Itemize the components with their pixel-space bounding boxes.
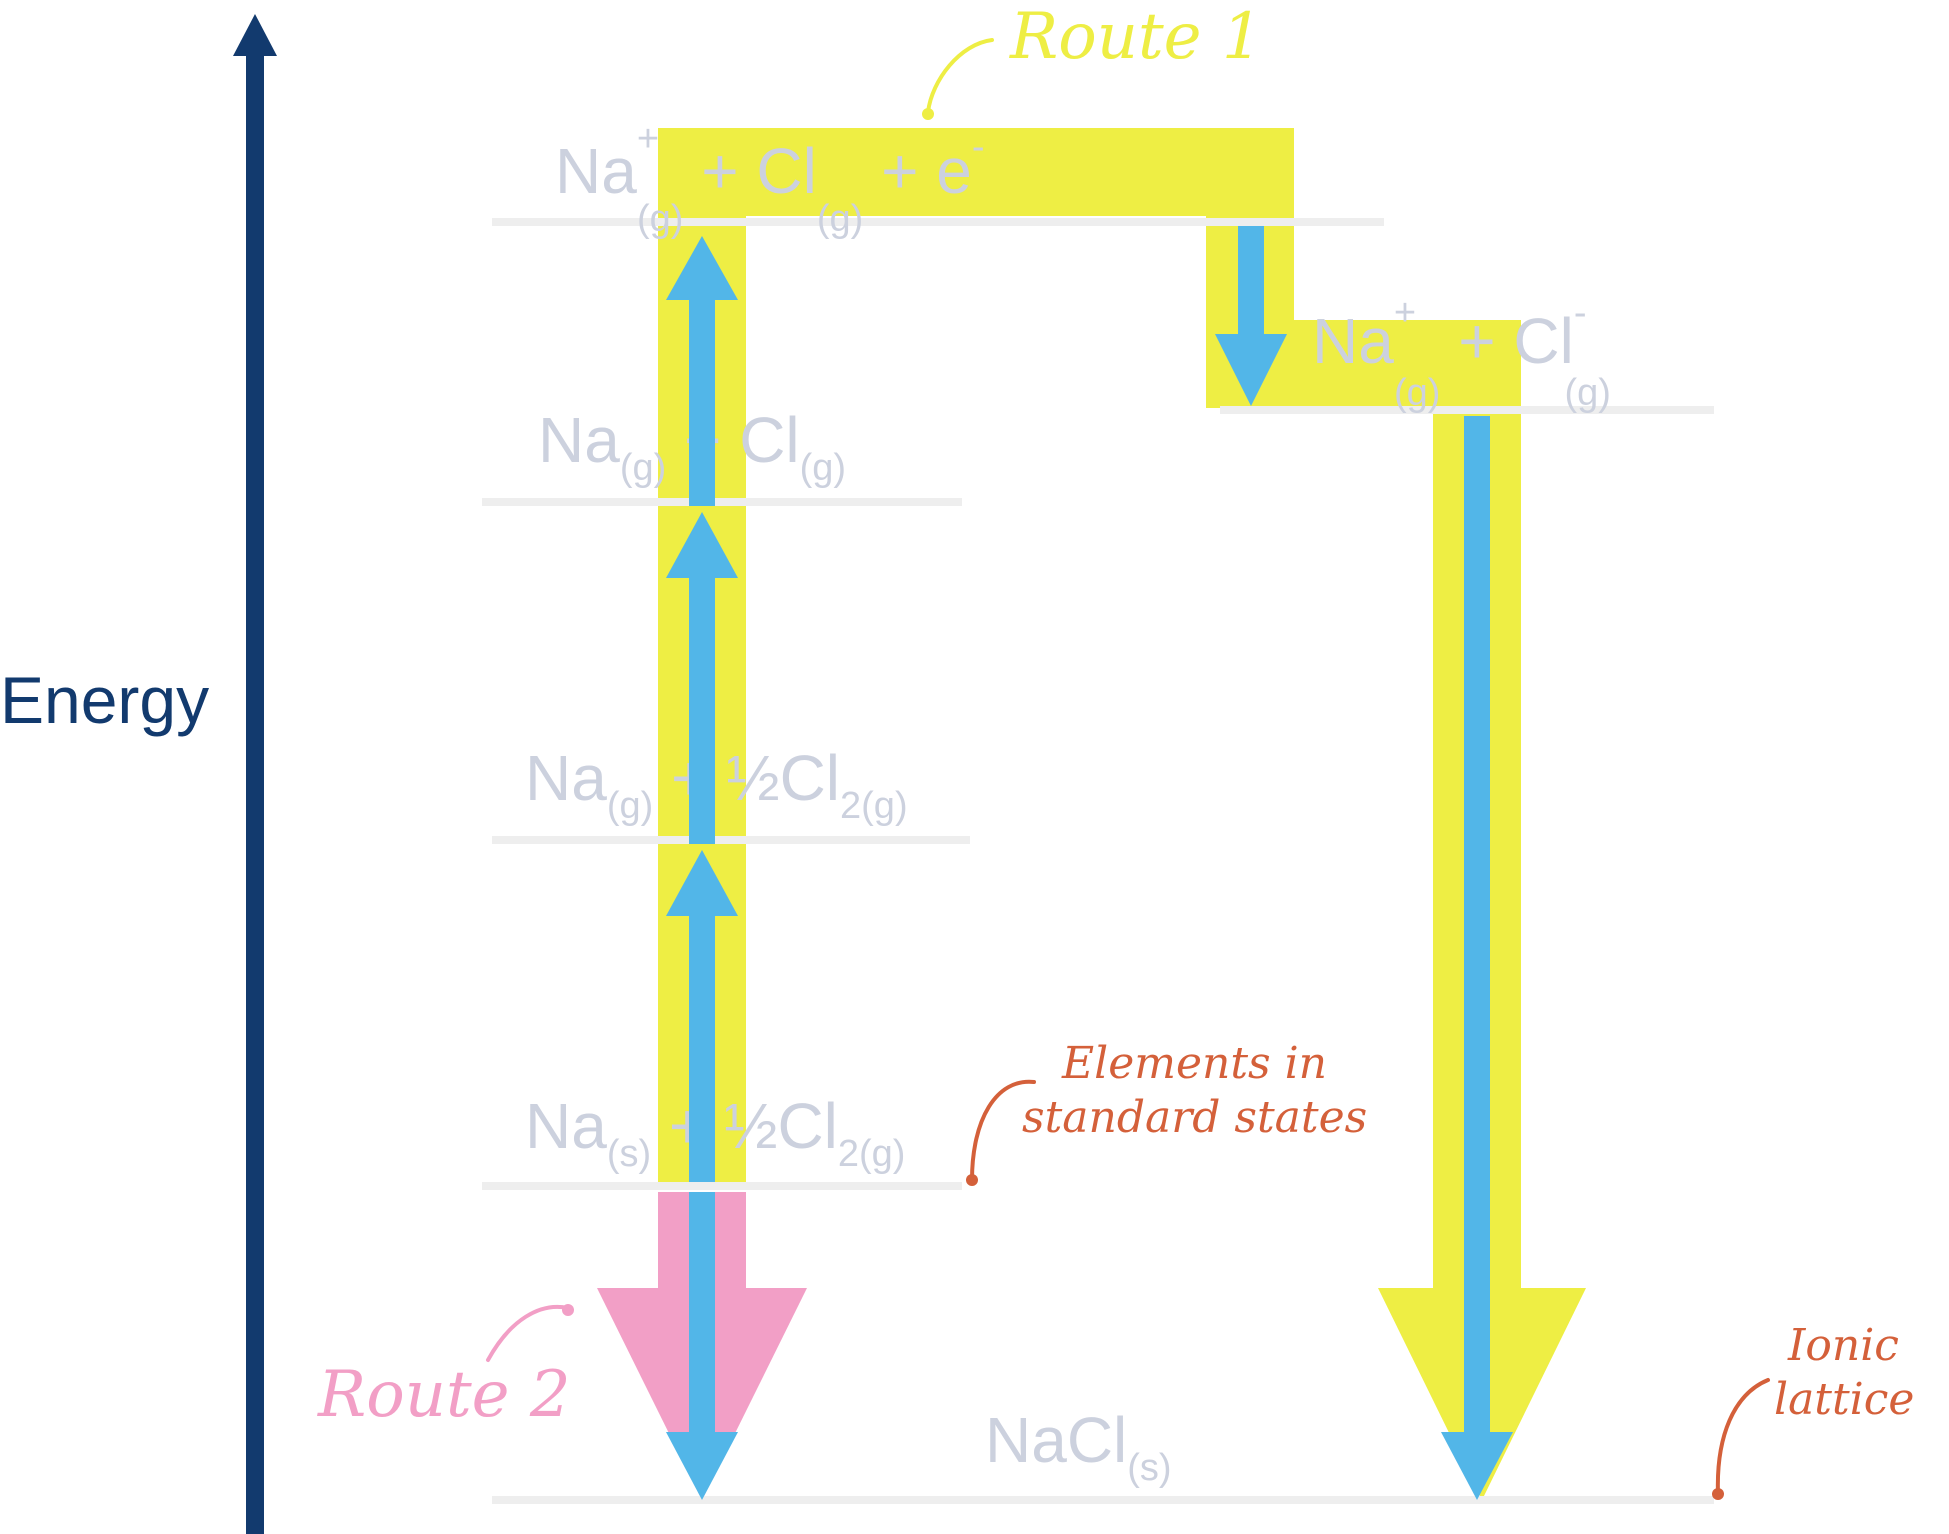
level-lines <box>482 218 1714 1504</box>
lattice-leader <box>1715 1378 1770 1496</box>
arrow-lattice-formation <box>1441 416 1513 1500</box>
lattice-label-line2: lattice <box>1774 1374 1914 1425</box>
elements-leader-dot <box>966 1174 978 1186</box>
arrow-formation <box>666 1192 738 1500</box>
elements-label-line1: Elements in <box>1061 1038 1327 1089</box>
route2-leader <box>486 1304 570 1362</box>
elements-label-line2: standard states <box>1022 1092 1367 1143</box>
enthalpy-arrows <box>666 226 1513 1500</box>
lattice-leader-dot <box>1712 1488 1724 1500</box>
elements-leader <box>970 1079 1036 1182</box>
species-lattice: NaCl(s) <box>985 1404 1172 1489</box>
route1-label: Route 1 <box>1009 0 1263 74</box>
species-elements: Na(s) + ½Cl2(g) <box>525 1090 905 1175</box>
lattice-label-line1: Ionic <box>1787 1320 1899 1371</box>
route2-label: Route 2 <box>317 1358 571 1432</box>
species-gas-na-half-cl2: Na(g) + ½Cl2(g) <box>525 742 908 827</box>
arrow-electron-affinity <box>1215 226 1287 406</box>
lattice-annotation: Ionic lattice <box>1712 1320 1914 1500</box>
energy-axis-arrowhead <box>233 14 277 56</box>
route1-annotation: Route 1 <box>922 0 1263 120</box>
arrow-ionisation <box>666 850 738 1182</box>
species-gas-atoms: Na(g) + Cl(g) <box>538 404 846 489</box>
species-ions-electron: Na+(g) + Cl(g) + e- <box>555 118 984 240</box>
route2-annotation: Route 2 <box>317 1304 574 1432</box>
energy-axis-label: Energy <box>0 663 209 737</box>
route2-leader-dot <box>562 1304 574 1316</box>
arrow-atomisation-cl <box>666 236 738 506</box>
elements-annotation: Elements in standard states <box>966 1038 1367 1186</box>
species-ions: Na+(g) + Cl-(g) <box>1312 292 1611 414</box>
route1-leader-dot <box>922 108 934 120</box>
route1-leader <box>926 38 994 114</box>
arrow-atomisation-na <box>666 512 738 844</box>
